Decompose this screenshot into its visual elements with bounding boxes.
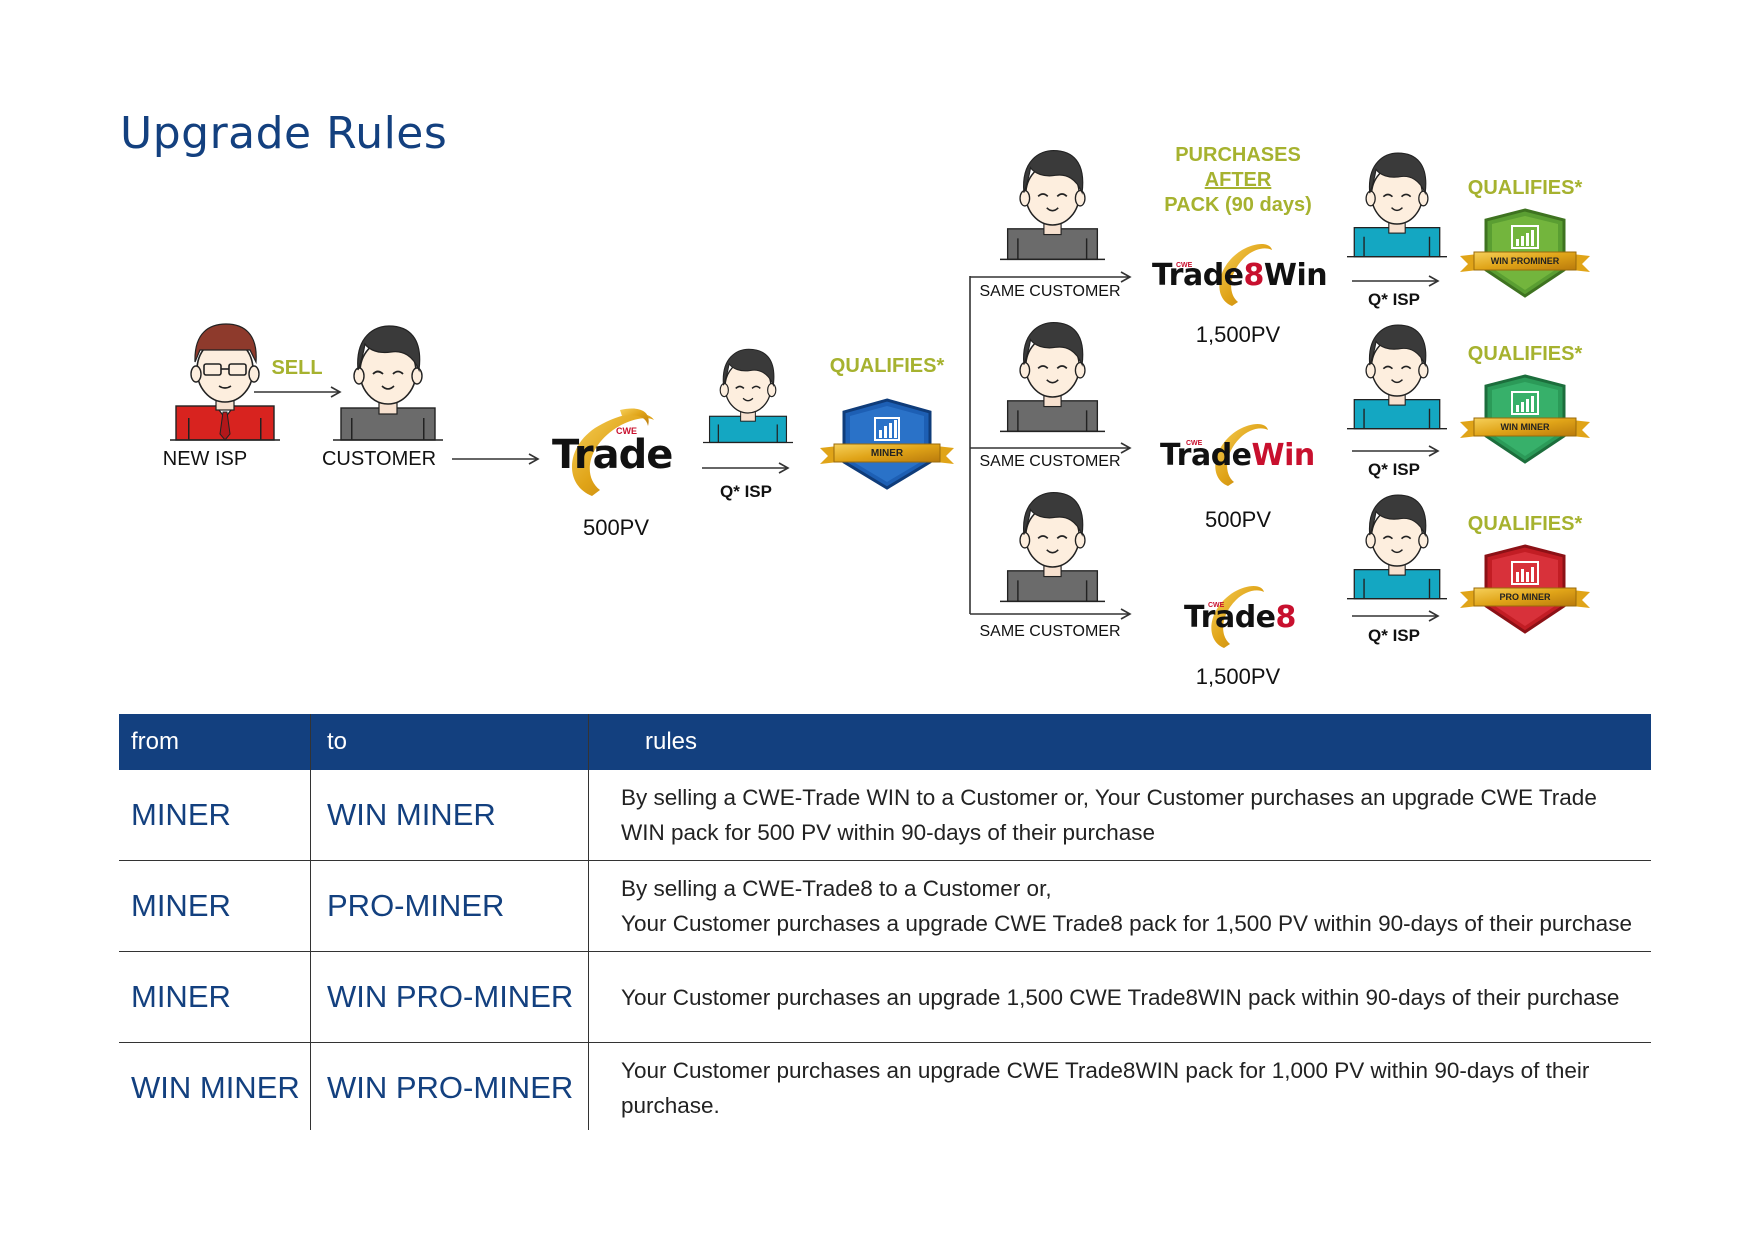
q-isp-person-icon — [1347, 152, 1447, 258]
trade8-pv-label: 1,500PV — [1195, 664, 1281, 689]
same-customer-person-icon — [1000, 321, 1105, 433]
table-row: MINER PRO-MINER By selling a CWE-Trade8 … — [119, 861, 1651, 951]
customer-label: CUSTOMER — [321, 448, 437, 470]
qualifies-label: QUALIFIES* — [1467, 513, 1583, 535]
q-isp-arrow-icon — [1352, 275, 1440, 287]
q-isp-arrow-icon — [1352, 445, 1440, 457]
win-miner-badge-label: WIN MINER — [1500, 422, 1550, 432]
qualifies-label: QUALIFIES* — [1467, 343, 1583, 365]
branch-connector — [969, 271, 1132, 620]
q-isp-label: Q* ISP — [1368, 626, 1420, 645]
cwe-tradewin-logo: CWE TradeWin — [1160, 416, 1330, 490]
cell-rule: Your Customer purchases an upgrade CWE T… — [621, 1058, 1590, 1118]
cell-rule: By selling a CWE-Trade8 to a Customer or… — [621, 876, 1632, 936]
trade8-wordmark: Trade8 — [1184, 600, 1296, 635]
column-divider — [588, 714, 589, 1130]
cell-to: WIN PRO-MINER — [327, 1070, 574, 1105]
q-isp-label: Q* ISP — [1368, 460, 1420, 479]
row-divider — [119, 860, 1651, 861]
cell-from: MINER — [131, 797, 231, 832]
q-isp-label: Q* ISP — [1368, 290, 1420, 309]
same-customer-label: SAME CUSTOMER — [979, 623, 1121, 640]
trade-wordmark: Trade — [552, 432, 673, 478]
cwe-trade8win-logo: CWE Trade8Win — [1152, 232, 1332, 312]
cwe-mark: CWE — [616, 426, 637, 436]
column-divider — [310, 714, 311, 1130]
qualifies-label: QUALIFIES* — [829, 355, 945, 377]
new-isp-label: NEW ISP — [162, 448, 248, 470]
header-to: to — [327, 728, 348, 755]
table-row: WIN MINER WIN PRO-MINER Your Customer pu… — [119, 1043, 1651, 1133]
table-header: from to rules — [119, 714, 1651, 770]
purchases-after-pack-label: PURCHASES AFTER PACK (90 days) — [1164, 143, 1311, 218]
table-row: MINER WIN PRO-MINER Your Customer purcha… — [119, 952, 1651, 1042]
purchases-line: PURCHASES — [1175, 144, 1301, 166]
cell-from: WIN MINER — [131, 1070, 300, 1105]
cell-rule: By selling a CWE-Trade WIN to a Customer… — [621, 785, 1597, 845]
sell-label: SELL — [271, 357, 323, 379]
qualifies-label: QUALIFIES* — [1467, 177, 1583, 199]
pro-miner-badge-label: PRO MINER — [1499, 592, 1551, 602]
cell-from: MINER — [131, 888, 231, 923]
new-isp-person-icon — [170, 323, 280, 441]
q-isp-person-icon — [1347, 324, 1447, 430]
cwe-mark: CWE — [1208, 602, 1225, 609]
win-prominer-badge: WIN PROMINER — [1460, 206, 1590, 304]
q-isp-arrow-icon — [1352, 610, 1440, 622]
miner-badge: MINER — [820, 396, 954, 496]
cwe-trade-logo: CWE Trade — [552, 404, 682, 504]
header-rules: rules — [645, 728, 698, 755]
cell-rule: Your Customer purchases an upgrade 1,500… — [621, 984, 1620, 1010]
tradewin-pv-label: 500PV — [1204, 507, 1272, 532]
q-isp-person-icon — [1347, 494, 1447, 600]
cell-from: MINER — [131, 979, 231, 1014]
tradewin-wordmark: TradeWin — [1160, 438, 1315, 473]
same-customer-label: SAME CUSTOMER — [979, 283, 1121, 300]
cell-to: WIN PRO-MINER — [327, 979, 574, 1014]
q-isp-person-icon — [703, 348, 793, 444]
cwe-mark: CWE — [1176, 262, 1193, 269]
same-customer-label: SAME CUSTOMER — [979, 453, 1121, 470]
miner-badge-label: MINER — [870, 448, 904, 459]
trade8win-wordmark: Trade8Win — [1152, 258, 1328, 293]
cell-to: PRO-MINER — [327, 888, 505, 923]
q-isp-label: Q* ISP — [720, 482, 772, 501]
customer-person-icon — [333, 325, 443, 441]
trade-pv-label: 500PV — [582, 515, 650, 540]
pro-miner-badge: PRO MINER — [1460, 542, 1590, 640]
sell-arrow-icon — [254, 386, 342, 398]
cwe-trade8-logo: CWE Trade8 — [1184, 578, 1304, 652]
q-isp-arrow-icon — [702, 462, 790, 474]
header-from: from — [131, 728, 179, 755]
after-line: AFTER — [1204, 169, 1272, 191]
cell-to: WIN MINER — [327, 797, 496, 832]
trade8win-pv-label: 1,500PV — [1195, 322, 1281, 347]
win-prominer-badge-label: WIN PROMINER — [1490, 256, 1560, 266]
table-row: MINER WIN MINER By selling a CWE-Trade W… — [119, 770, 1651, 860]
page-title: Upgrade Rules — [120, 108, 448, 159]
cwe-mark: CWE — [1186, 440, 1203, 447]
same-customer-person-icon — [1000, 491, 1105, 603]
customer-to-trade-arrow-icon — [452, 453, 540, 465]
pack-90-days-line: PACK (90 days) — [1164, 194, 1312, 216]
same-customer-person-icon — [1000, 149, 1105, 261]
row-divider — [119, 951, 1651, 952]
win-miner-badge: WIN MINER — [1460, 372, 1590, 470]
row-divider — [119, 1042, 1651, 1043]
